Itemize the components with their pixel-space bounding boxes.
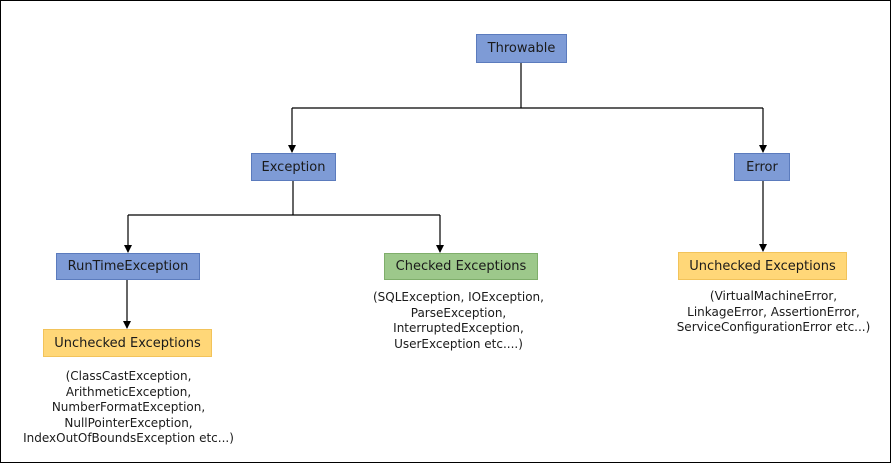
desc-line: (ClassCastException, (65, 369, 192, 383)
desc-line: NumberFormatException, (51, 400, 206, 414)
node-unchecked-exceptions-right: Unchecked Exceptions (678, 252, 847, 280)
desc-line: NullPointerException, (64, 415, 193, 430)
desc-line: ServiceConfigurationError etc...) (676, 320, 871, 334)
desc-line: UserException etc....) (394, 336, 523, 351)
checked-exceptions-examples: (SQLException, IOException, ParseExcepti… (351, 290, 566, 352)
unchecked-exceptions-right-examples: (VirtualMachineError, LinkageError, Asse… (661, 289, 886, 336)
desc-line: ParseException, (410, 305, 507, 320)
node-error: Error (734, 153, 790, 181)
unchecked-exceptions-left-examples: (ClassCastException, ArithmeticException… (6, 369, 251, 447)
node-throwable: Throwable (476, 34, 567, 63)
node-runtime-exception: RunTimeException (56, 253, 200, 280)
node-unchecked-exceptions-left: Unchecked Exceptions (43, 329, 212, 357)
node-exception: Exception (251, 153, 336, 181)
desc-line: LinkageError, AssertionError, (687, 304, 860, 319)
desc-line: IndexOutOfBoundsException etc...) (23, 431, 234, 445)
node-checked-exceptions: Checked Exceptions (384, 253, 538, 280)
desc-line: ArithmeticException, (65, 384, 192, 399)
desc-line: (SQLException, IOException, (373, 290, 544, 304)
desc-line: (VirtualMachineError, (709, 289, 838, 303)
desc-line: InterruptedException, (393, 321, 524, 335)
